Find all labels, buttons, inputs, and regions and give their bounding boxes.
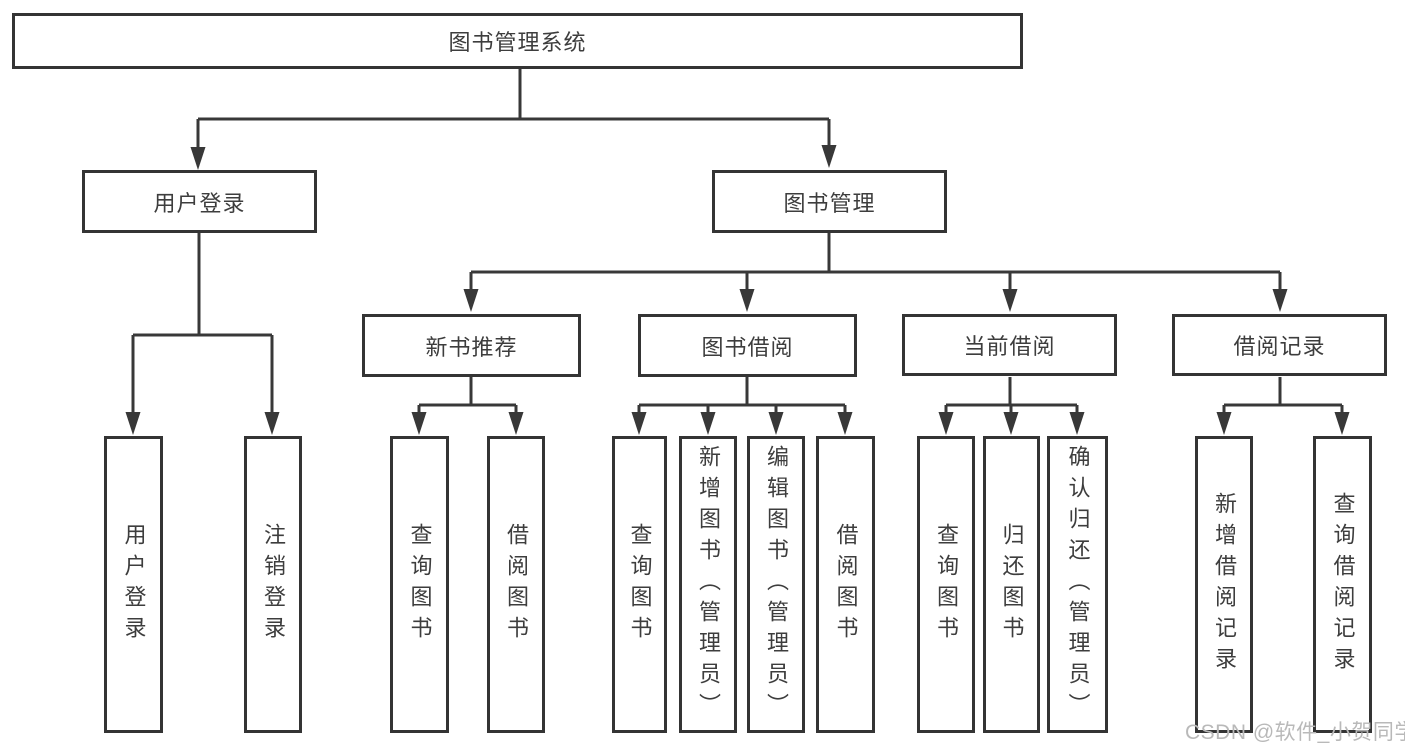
leaf-return-book: 归还图书 — [983, 436, 1040, 733]
leaf-user-login: 用户登录 — [104, 436, 163, 733]
leaf-confirm-return-admin: 确认归还（管理员） — [1047, 436, 1108, 733]
leaf-add-book-admin: 新增图书（管理员） — [679, 436, 737, 733]
leaf-query-book-borrow: 查询图书 — [612, 436, 667, 733]
node-book-borrow: 图书借阅 — [638, 314, 857, 377]
leaf-query-book-recommend: 查询图书 — [390, 436, 449, 733]
watermark: CSDN @软件_小贺同学 — [1185, 721, 1405, 744]
leaf-query-borrow-record: 查询借阅记录 — [1313, 436, 1372, 733]
node-root-system: 图书管理系统 — [12, 13, 1023, 69]
node-current-borrow: 当前借阅 — [902, 314, 1117, 376]
leaf-logout: 注销登录 — [244, 436, 302, 733]
leaf-borrow-book: 借阅图书 — [816, 436, 875, 733]
node-user-login: 用户登录 — [82, 170, 317, 233]
leaf-query-book-current: 查询图书 — [917, 436, 975, 733]
node-new-book-recommend: 新书推荐 — [362, 314, 581, 377]
leaf-add-borrow-record: 新增借阅记录 — [1195, 436, 1253, 733]
leaf-borrow-book-recommend: 借阅图书 — [487, 436, 545, 733]
leaf-edit-book-admin: 编辑图书（管理员） — [747, 436, 805, 733]
node-book-management: 图书管理 — [712, 170, 947, 233]
node-borrow-record: 借阅记录 — [1172, 314, 1387, 376]
